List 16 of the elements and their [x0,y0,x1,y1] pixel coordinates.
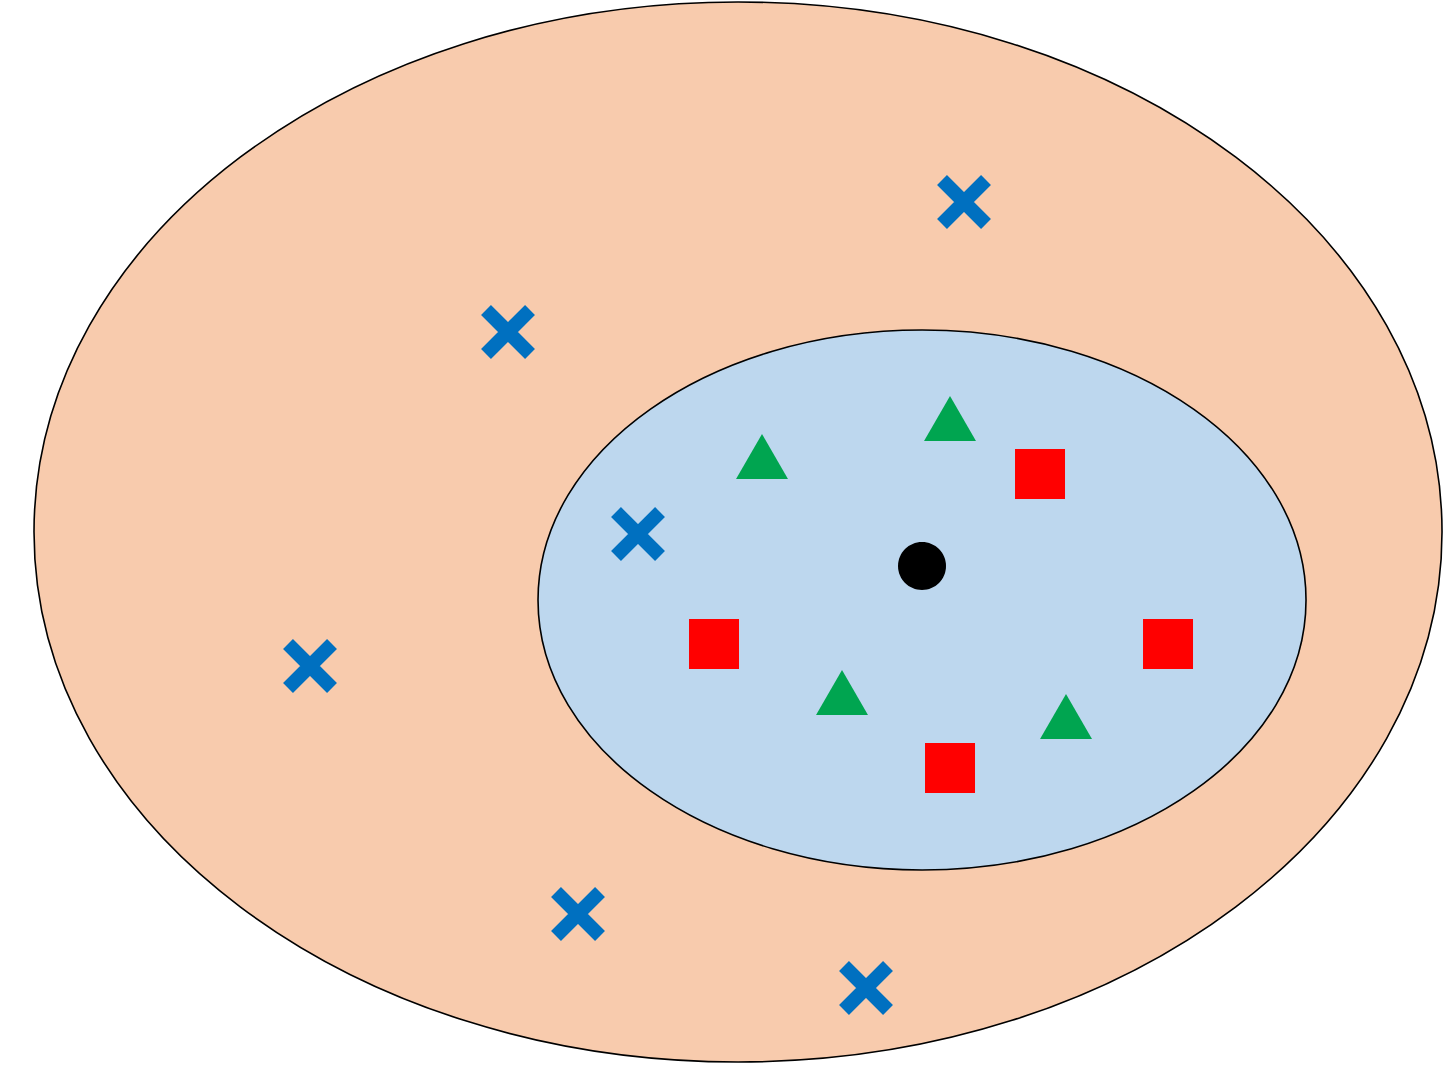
cross-marker [609,505,667,563]
triangle-marker [816,670,868,715]
cross-marker [479,303,537,361]
dot-marker [898,542,946,590]
triangle-marker [1040,694,1092,739]
square-marker [1143,619,1193,669]
square-marker [925,743,975,793]
cross-marker [281,637,339,695]
square-marker [1015,449,1065,499]
cross-marker [549,885,607,943]
cross-marker [935,173,993,231]
square-marker [689,619,739,669]
ellipse-region [537,329,1307,871]
cross-marker [837,959,895,1017]
triangle-marker [924,396,976,441]
triangle-marker [736,434,788,479]
